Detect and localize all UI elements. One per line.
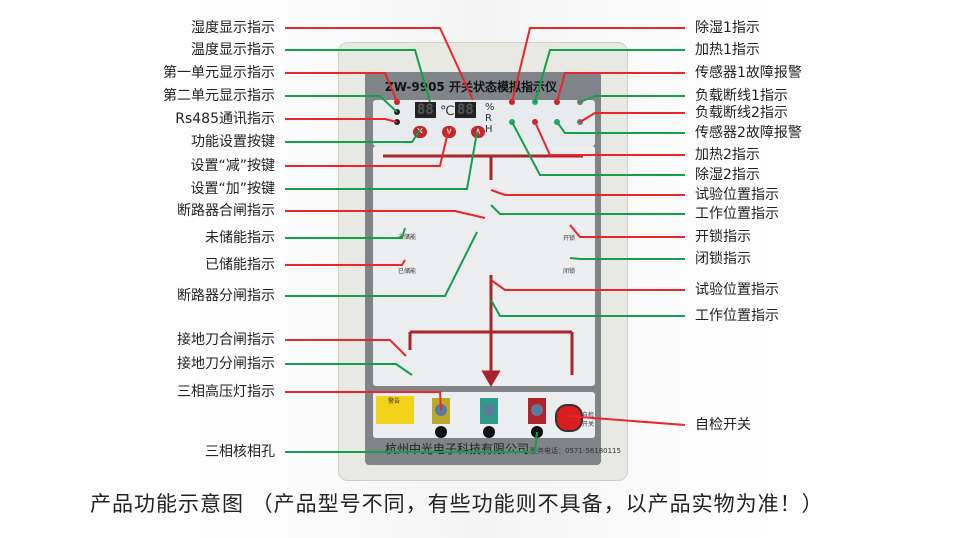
label-hv-lamps: 三相高压灯指示 (177, 384, 275, 400)
temp-unit: ℃ (440, 104, 455, 119)
leader-line (285, 49, 431, 103)
leader-line (566, 415, 686, 426)
label-test-position: 试验位置指示 (695, 187, 779, 203)
leader-line (534, 121, 685, 156)
label-sensor1-fault: 传感器1故障报警 (695, 65, 802, 81)
lock-label: 闭锁 (563, 268, 576, 275)
label-heat1: 加热1指示 (695, 42, 760, 58)
label-dehumid1: 除湿1指示 (695, 20, 760, 36)
label-lock: 闭锁指示 (695, 251, 751, 267)
leader-line (490, 279, 685, 291)
leader-line (285, 95, 398, 113)
label-unlock: 开锁指示 (695, 229, 751, 245)
label-stored: 已储能指示 (205, 257, 275, 273)
mimic-bus (383, 154, 583, 387)
decrease-button[interactable]: ∨ (442, 126, 456, 138)
label-decrease-key: 设置“减”按键 (190, 158, 275, 174)
label-sensor2-fault: 传感器2故障报警 (695, 125, 802, 141)
leader-line (285, 118, 398, 123)
leader-line (511, 121, 685, 176)
label-temperature-display: 温度显示指示 (191, 42, 275, 58)
unlock-label: 开锁 (563, 235, 576, 242)
label-increase-key: 设置“加”按键 (190, 181, 275, 197)
leader-line (569, 257, 685, 260)
humidity-display: 88 (455, 102, 476, 118)
temperature-display: 88 (415, 102, 436, 118)
leader-line (511, 27, 685, 103)
leader-line (285, 210, 486, 219)
leader-line (534, 49, 685, 103)
leader-line (285, 431, 538, 453)
leader-line (285, 227, 406, 239)
service-phone: 服务电话：0571-56180115 (530, 447, 621, 455)
label-function-key: 功能设置按键 (191, 134, 275, 150)
label-phase-holes: 三相核相孔 (205, 444, 275, 460)
leader-line (285, 27, 474, 101)
label-test-position-2: 试验位置指示 (695, 282, 779, 298)
label-breaker-closed: 断路器合闸指示 (177, 203, 275, 219)
self-test-mini-label: 自检开关 (582, 412, 595, 428)
leader-line (490, 189, 685, 196)
leader-line (285, 363, 413, 376)
caption: 产品功能示意图 （产品型号不同，有些功能则不具备，以产品实物为准！） (90, 492, 824, 516)
leader-line (579, 95, 685, 103)
label-load-break2: 负载断线2指示 (695, 105, 788, 121)
unstored-label: 未储能 (398, 234, 417, 241)
leader-line (285, 259, 406, 266)
label-unstored: 未储能指示 (205, 230, 275, 246)
leader-line (490, 204, 685, 215)
label-self-test: 自检开关 (695, 417, 751, 433)
leader-line (285, 231, 478, 297)
label-humidity-display: 湿度显示指示 (191, 20, 275, 36)
leader-line (285, 129, 421, 143)
leader-line (285, 72, 398, 103)
label-load-break1: 负载断线1指示 (695, 88, 788, 104)
leader-line (285, 391, 442, 411)
lamps (394, 99, 583, 438)
warning-sticker: 警告 (376, 396, 414, 424)
label-breaker-open: 断路器分闸指示 (177, 288, 275, 304)
label-earth-closed: 接地刀合闸指示 (177, 332, 275, 348)
leader-line (490, 299, 685, 317)
leader-line (556, 121, 685, 134)
leader-line (285, 131, 449, 167)
leader-line (579, 112, 685, 123)
leader-line (569, 224, 685, 238)
label-heat2: 加热2指示 (695, 147, 760, 163)
label-earth-open: 接地刀分闸指示 (177, 356, 275, 372)
increase-button[interactable]: ∧ (471, 126, 485, 138)
stored-label: 已储能 (398, 268, 417, 275)
label-dehumid2: 除湿2指示 (695, 167, 760, 183)
label-work-position: 工作位置指示 (695, 206, 779, 222)
leader-line (285, 339, 407, 357)
leader-line (556, 72, 685, 103)
warning-title: 警告 (388, 398, 401, 405)
label-work-position-2: 工作位置指示 (695, 308, 779, 324)
humidity-unit: %RH (485, 102, 495, 135)
label-unit1-display: 第一单元显示指示 (163, 65, 275, 81)
label-unit2-display: 第二单元显示指示 (163, 88, 275, 104)
leader-line (285, 131, 478, 190)
label-rs485: Rs485通讯指示 (175, 111, 275, 127)
